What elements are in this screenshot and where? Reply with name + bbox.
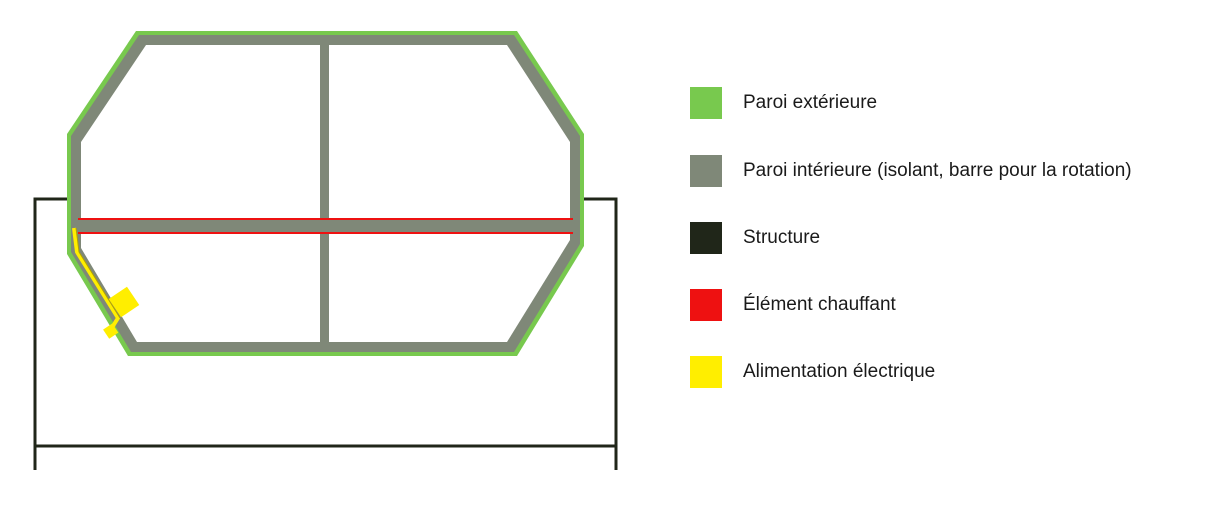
legend-item-inner-wall: Paroi intérieure (isolant, barre pour la… <box>690 155 1132 187</box>
power-supply-box <box>108 286 140 318</box>
power-cable-shadow <box>75 227 121 319</box>
legend-item-outer-wall: Paroi extérieure <box>690 87 877 119</box>
structure-frame-right <box>580 197 618 470</box>
power-supply <box>72 227 140 339</box>
legend-swatch-outer-wall <box>690 87 722 119</box>
legend-swatch-power-supply <box>690 356 722 388</box>
legend-label-power-supply: Alimentation électrique <box>743 361 936 382</box>
power-supply-connector <box>103 323 119 339</box>
legend-label-inner-wall: Paroi intérieure (isolant, barre pour la… <box>743 160 1132 181</box>
legend-swatch-inner-wall <box>690 155 722 187</box>
legend-label-structure: Structure <box>743 227 821 248</box>
horizontal-rotation-bar <box>78 220 573 232</box>
legend-label-outer-wall: Paroi extérieure <box>743 92 878 113</box>
legend-item-structure: Structure <box>690 222 820 254</box>
drum-diagram <box>33 31 618 470</box>
vertical-rotation-bar <box>320 40 329 345</box>
structure-frame-left <box>33 197 70 470</box>
legend-swatch-structure <box>690 222 722 254</box>
legend-swatch-heating-element <box>690 289 722 321</box>
support-structure <box>33 197 618 470</box>
legend-item-power-supply: Alimentation électrique <box>690 356 935 388</box>
legend-label-heating-element: Élément chauffant <box>743 294 896 315</box>
legend-item-heating-element: Élément chauffant <box>690 289 896 321</box>
